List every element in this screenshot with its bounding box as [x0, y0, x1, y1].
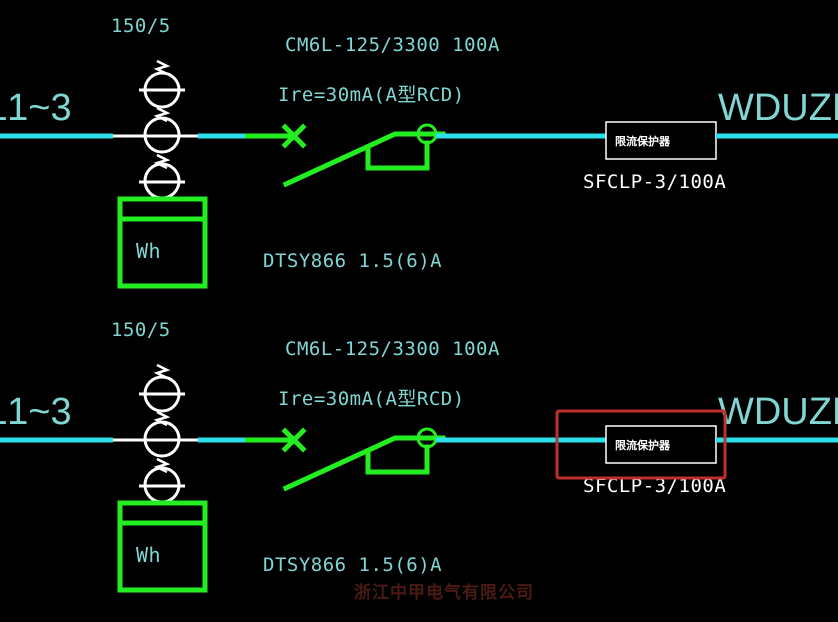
current-limiter-box: [605, 121, 717, 160]
incoming-phase-label: L1~3: [0, 391, 72, 433]
ct-ratio-label: 150/5: [111, 319, 171, 341]
meter-symbol-label: Wh: [136, 543, 161, 567]
meter-model-label: DTSY866 1.5(6)A: [263, 554, 442, 576]
rcd-breaker: [281, 427, 446, 492]
meter-outline: [117, 500, 208, 593]
current-limiter-label: 限流保护器: [615, 438, 671, 452]
breaker-residual-label: Ire=30mA(A型RCD): [278, 388, 465, 410]
breaker-model-label: CM6L-125/3300 100A: [285, 34, 500, 56]
ct-zigzag-top: [153, 59, 171, 76]
meter-outline: [117, 196, 208, 289]
meter-symbol-label: Wh: [136, 239, 161, 263]
company-watermark: 浙江中甲电气有限公司: [354, 582, 534, 603]
breaker-blade: [282, 131, 446, 188]
current-transformer-group: [139, 363, 185, 504]
energy-meter: [117, 196, 208, 289]
limiter-model-label: SFCLP-3/100A: [583, 475, 726, 497]
meter-model-label: DTSY866 1.5(6)A: [263, 250, 442, 272]
circuit-2: 限流保护器 150/5 L1~3 Wh CM6L-125/3300 100A I…: [0, 319, 838, 593]
energy-meter: [117, 500, 208, 593]
breaker-trip-link: [365, 444, 430, 475]
ct-zigzag-mid: [153, 410, 171, 427]
breaker-trip-link: [365, 140, 430, 171]
circuit-1: 限流保护器 150/5 L1~3 Wh CM6L-125/3300 100A I…: [0, 15, 838, 289]
incoming-phase-label: L1~3: [0, 87, 72, 129]
ct-ratio-label: 150/5: [111, 15, 171, 37]
current-limiter-box: [605, 425, 717, 464]
current-limiter-label: 限流保护器: [615, 134, 671, 148]
ct-zigzag-mid: [153, 106, 171, 123]
ct-zigzag-top: [153, 363, 171, 380]
breaker-model-label: CM6L-125/3300 100A: [285, 338, 500, 360]
ct-zigzag-low: [153, 153, 171, 170]
ct-zigzag-low: [153, 457, 171, 474]
limiter-model-label: SFCLP-3/100A: [583, 171, 726, 193]
breaker-cross-b: [281, 123, 307, 149]
highlight-box: [555, 409, 727, 480]
breaker-cross-b: [281, 427, 307, 453]
outgoing-cable-label: WDUZB-Y: [718, 391, 838, 433]
outgoing-cable-label: WDUZB-Y: [718, 87, 838, 129]
breaker-residual-label: Ire=30mA(A型RCD): [278, 84, 465, 106]
breaker-blade: [282, 435, 446, 492]
